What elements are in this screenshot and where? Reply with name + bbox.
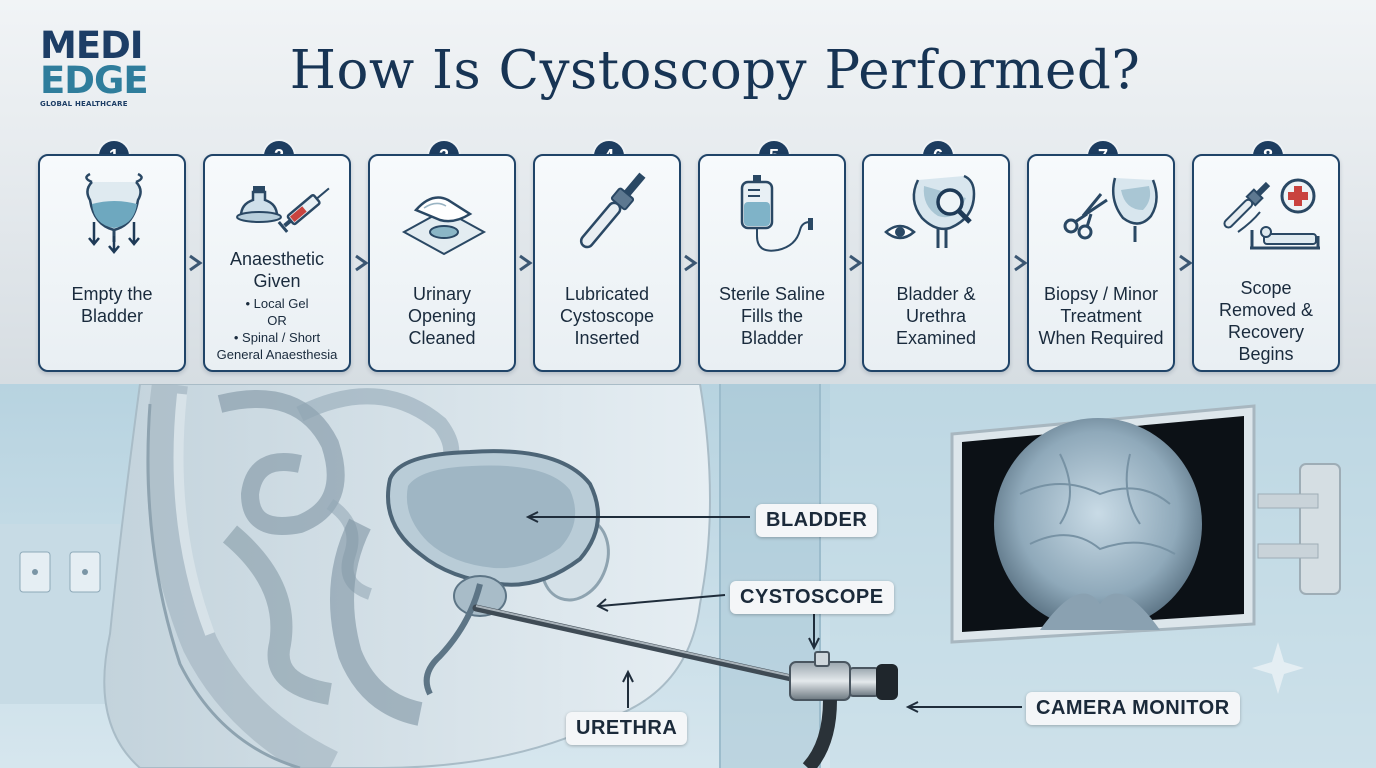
bladder-draining-icon (85, 172, 143, 254)
forceps-icon (1063, 177, 1158, 242)
step-7-line-1: Biopsy / Minor (1043, 284, 1159, 304)
eye-magnifier-icon (884, 174, 976, 248)
step-4-line-3: Inserted (574, 328, 640, 348)
step-8-card: Scope Removed & Recovery Begins (1192, 154, 1340, 372)
step-6-line-1: Bladder & (896, 284, 976, 304)
flow-arrow-icon (1179, 254, 1193, 272)
bladder-label: BLADDER (756, 504, 878, 537)
camera-monitor-screen (950, 404, 1341, 644)
step-6-line-3: Examined (895, 328, 977, 348)
step-1-line-2: Bladder (80, 306, 144, 326)
camera-monitor-label: CAMERA MONITOR (1026, 692, 1240, 725)
step-2-detail-3: • Spinal / Short (233, 330, 321, 345)
step-3-line-3: Cleaned (408, 328, 476, 348)
gauze-swab-icon (401, 196, 487, 256)
page-title: How Is Cystoscopy Performed? (289, 40, 1141, 101)
steps-panel: MEDI EDGE GLOBAL HEALTHCARE How Is Cysto… (0, 0, 1376, 384)
step-7-line-3: When Required (1038, 328, 1164, 348)
flow-arrow-icon (355, 254, 369, 272)
cystoscope-handle (789, 651, 898, 768)
anatomy-illustration (0, 384, 1376, 768)
logo-tagline: GLOBAL HEALTHCARE (40, 100, 128, 108)
saline-bag-icon (740, 175, 813, 252)
step-5-card: Sterile Saline Fills the Bladder (698, 154, 846, 372)
step-4-line-1: Lubricated (564, 284, 650, 304)
step-2-line-1: Anaesthetic (229, 249, 325, 269)
step-8-line-2: Removed & (1218, 300, 1314, 320)
step-1-line-1: Empty the (71, 284, 153, 304)
flow-arrow-icon (189, 254, 203, 272)
medi-edge-logo: MEDI EDGE GLOBAL HEALTHCARE (40, 24, 149, 108)
step-8-line-4: Begins (1238, 344, 1294, 364)
step-4-card: Lubricated Cystoscope Inserted (533, 154, 681, 372)
logo-line-2: EDGE (40, 59, 149, 102)
step-8-line-3: Recovery (1227, 322, 1305, 342)
step-2-detail-2: OR (267, 313, 287, 328)
step-7-card: Biopsy / Minor Treatment When Required (1027, 154, 1175, 372)
step-3-line-2: Opening (407, 306, 477, 326)
step-5-line-3: Bladder (740, 328, 804, 348)
step-1-card: Empty the Bladder (38, 154, 186, 372)
step-2-detail-4: General Anaesthesia (216, 347, 338, 362)
step-2-line-2: Given (253, 271, 301, 291)
step-8-line-1: Scope (1240, 278, 1292, 298)
step-6-card: Bladder & Urethra Examined (862, 154, 1010, 372)
step-5-line-1: Sterile Saline (718, 284, 826, 304)
anatomy-scene: BLADDER CYSTOSCOPE URETHRA CAMERA MONITO… (0, 384, 1376, 768)
flow-arrow-icon (684, 254, 698, 272)
step-2-card: Anaesthetic Given • Local Gel OR • Spina… (203, 154, 351, 372)
step-7-line-2: Treatment (1060, 306, 1142, 326)
step-3-card: Urinary Opening Cleaned (368, 154, 516, 372)
gel-and-syringe-icon (236, 186, 330, 233)
step-3-line-1: Urinary (412, 284, 471, 304)
step-6-line-2: Urethra (905, 306, 967, 326)
step-2-detail-1: • Local Gel (245, 296, 309, 311)
flow-arrow-icon (519, 254, 533, 272)
flow-arrow-icon (849, 254, 863, 272)
cystoscope-label: CYSTOSCOPE (730, 581, 894, 614)
logo-line-1: MEDI (40, 24, 144, 67)
step-5-line-2: Fills the (740, 306, 803, 326)
step-4-line-2: Cystoscope (559, 306, 655, 326)
recovery-icon (1223, 178, 1320, 250)
cystoscope-icon (579, 172, 646, 249)
urethra-label: URETHRA (566, 712, 688, 745)
flow-arrow-icon (1014, 254, 1028, 272)
